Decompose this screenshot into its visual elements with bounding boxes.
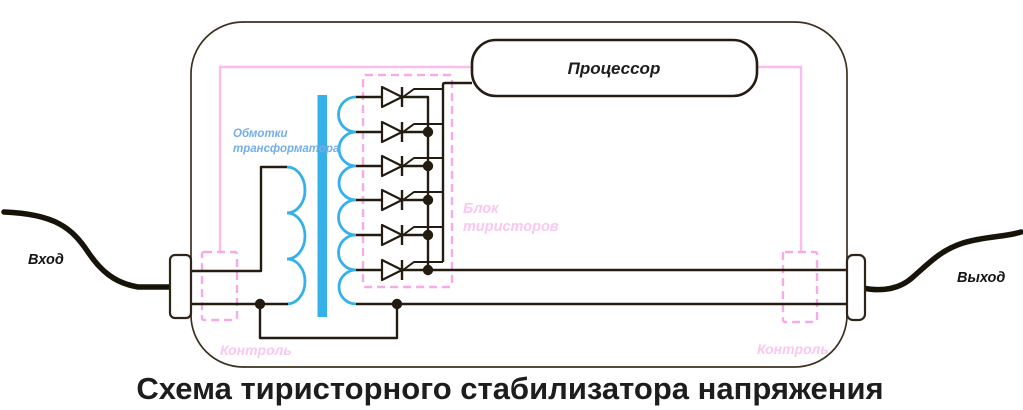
thyristor-4-gate-wire [402,191,443,201]
junction-dot [254,298,266,310]
thyristor-2-triangle [380,120,404,144]
junction-dot [422,229,434,241]
thyristor-6-gate-wire [402,261,443,271]
output-terminal [845,253,867,322]
stabilizer-enclosure [190,21,848,368]
bypass-loop-wire [258,304,399,340]
junction-dot [422,126,434,138]
thyristor-3-gate-wire [402,157,443,167]
thyristor-1-triangle [380,85,404,109]
control-label-left: Контроль [220,342,292,358]
windings-label-line1: Обмотки [233,128,288,140]
thyristor-5-triangle [380,223,404,247]
control-line-left [218,65,472,252]
transformer-core [317,95,327,317]
junction-dot [422,160,434,172]
primary-winding [286,165,307,306]
thyristor-block-label-line1: Блок [463,201,499,217]
thyristor-4-triangle [380,188,404,212]
input-label: Вход [28,252,64,268]
control-line-right [757,65,803,252]
thyristor-1 [356,85,443,109]
thyristor-6-triangle [380,258,404,282]
thyristor-block-label-line2: тиристоров [463,219,559,235]
junction-dots [254,126,434,310]
control-zone-left [200,250,239,322]
output-cable [860,229,1023,293]
gate-bus-to-processor [441,81,472,262]
input-cable [1,209,173,290]
junction-dot [422,194,434,206]
processor-label: Процессор [568,59,661,78]
thyristor-5-gate-wire [402,226,443,236]
thyristor-1-gate-wire [402,88,443,98]
output-label: Выход [957,270,1005,286]
thyristor-block-outline [361,73,454,289]
input-terminal [168,253,193,320]
junction-dot [422,264,434,276]
diagram-title: Схема тиристорного стабилизатора напряже… [136,371,883,406]
thyristor-3-triangle [380,154,404,178]
control-zone-right [781,250,819,324]
input-upper-wire [190,165,287,273]
thyristor-2-gate-wire [402,123,443,133]
junction-dot [391,298,403,310]
cathode-bus [402,95,430,270]
thyristor-6 [356,258,443,282]
processor-box [470,38,759,98]
control-label-right: Контроль [757,341,829,357]
windings-label-line2: трансформатора [233,143,340,155]
